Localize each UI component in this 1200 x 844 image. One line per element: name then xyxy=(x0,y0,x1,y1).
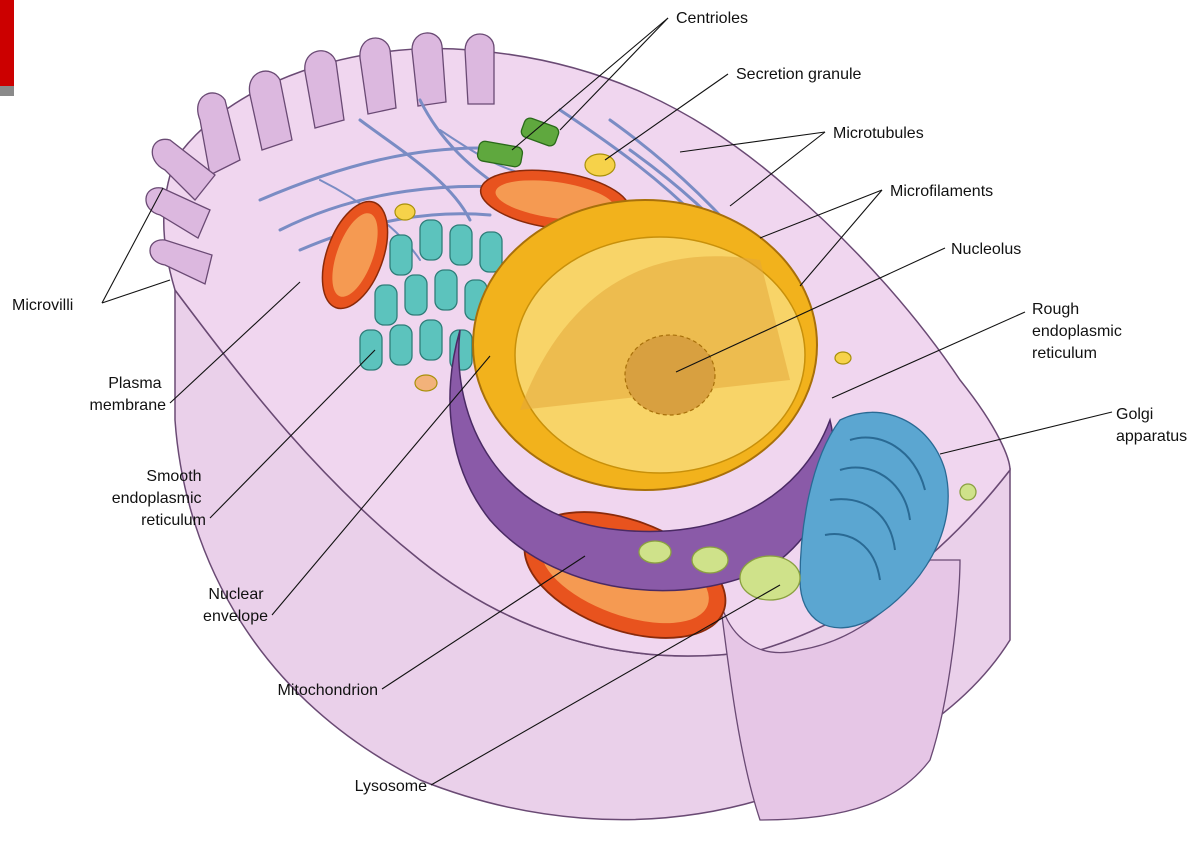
label-nucleolus: Nucleolus xyxy=(951,241,1021,258)
label-lysosome: Lysosome xyxy=(355,778,427,795)
ser-tubule xyxy=(420,320,442,360)
nucleolus-body xyxy=(625,335,715,415)
ser-tubule xyxy=(420,220,442,260)
secretion-granule xyxy=(415,375,437,391)
ser-tubule xyxy=(390,325,412,365)
ser-tubule xyxy=(375,285,397,325)
nucleus xyxy=(473,200,817,490)
label-plasma-membrane: Plasma membrane xyxy=(90,375,167,414)
microvillus xyxy=(412,33,446,106)
secretion-granule xyxy=(835,352,851,364)
label-microfilaments: Microfilaments xyxy=(890,183,993,200)
lysosome xyxy=(740,556,800,600)
ser-tubule xyxy=(360,330,382,370)
label-microtubules: Microtubules xyxy=(833,125,924,142)
ser-tubule xyxy=(435,270,457,310)
ser-tubule xyxy=(405,275,427,315)
label-mitochondrion: Mitochondrion xyxy=(278,682,379,699)
ser-tubule xyxy=(390,235,412,275)
lysosome xyxy=(639,541,671,563)
label-rough-er: Rough endoplasmic reticulum xyxy=(1032,301,1126,362)
golgi-vesicle xyxy=(960,484,976,500)
lysosome xyxy=(692,547,728,573)
ser-tubule xyxy=(450,225,472,265)
microvillus xyxy=(465,34,494,104)
label-golgi-apparatus: Golgi apparatus xyxy=(1116,406,1187,445)
label-microvilli: Microvilli xyxy=(12,297,73,314)
secretion-granule xyxy=(395,204,415,220)
label-smooth-er: Smooth endoplasmic reticulum xyxy=(112,468,206,529)
ser-tubule xyxy=(480,232,502,272)
label-secretion-granule: Secretion granule xyxy=(736,66,862,83)
label-centrioles: Centrioles xyxy=(676,10,748,27)
secretion-granule xyxy=(585,154,615,176)
